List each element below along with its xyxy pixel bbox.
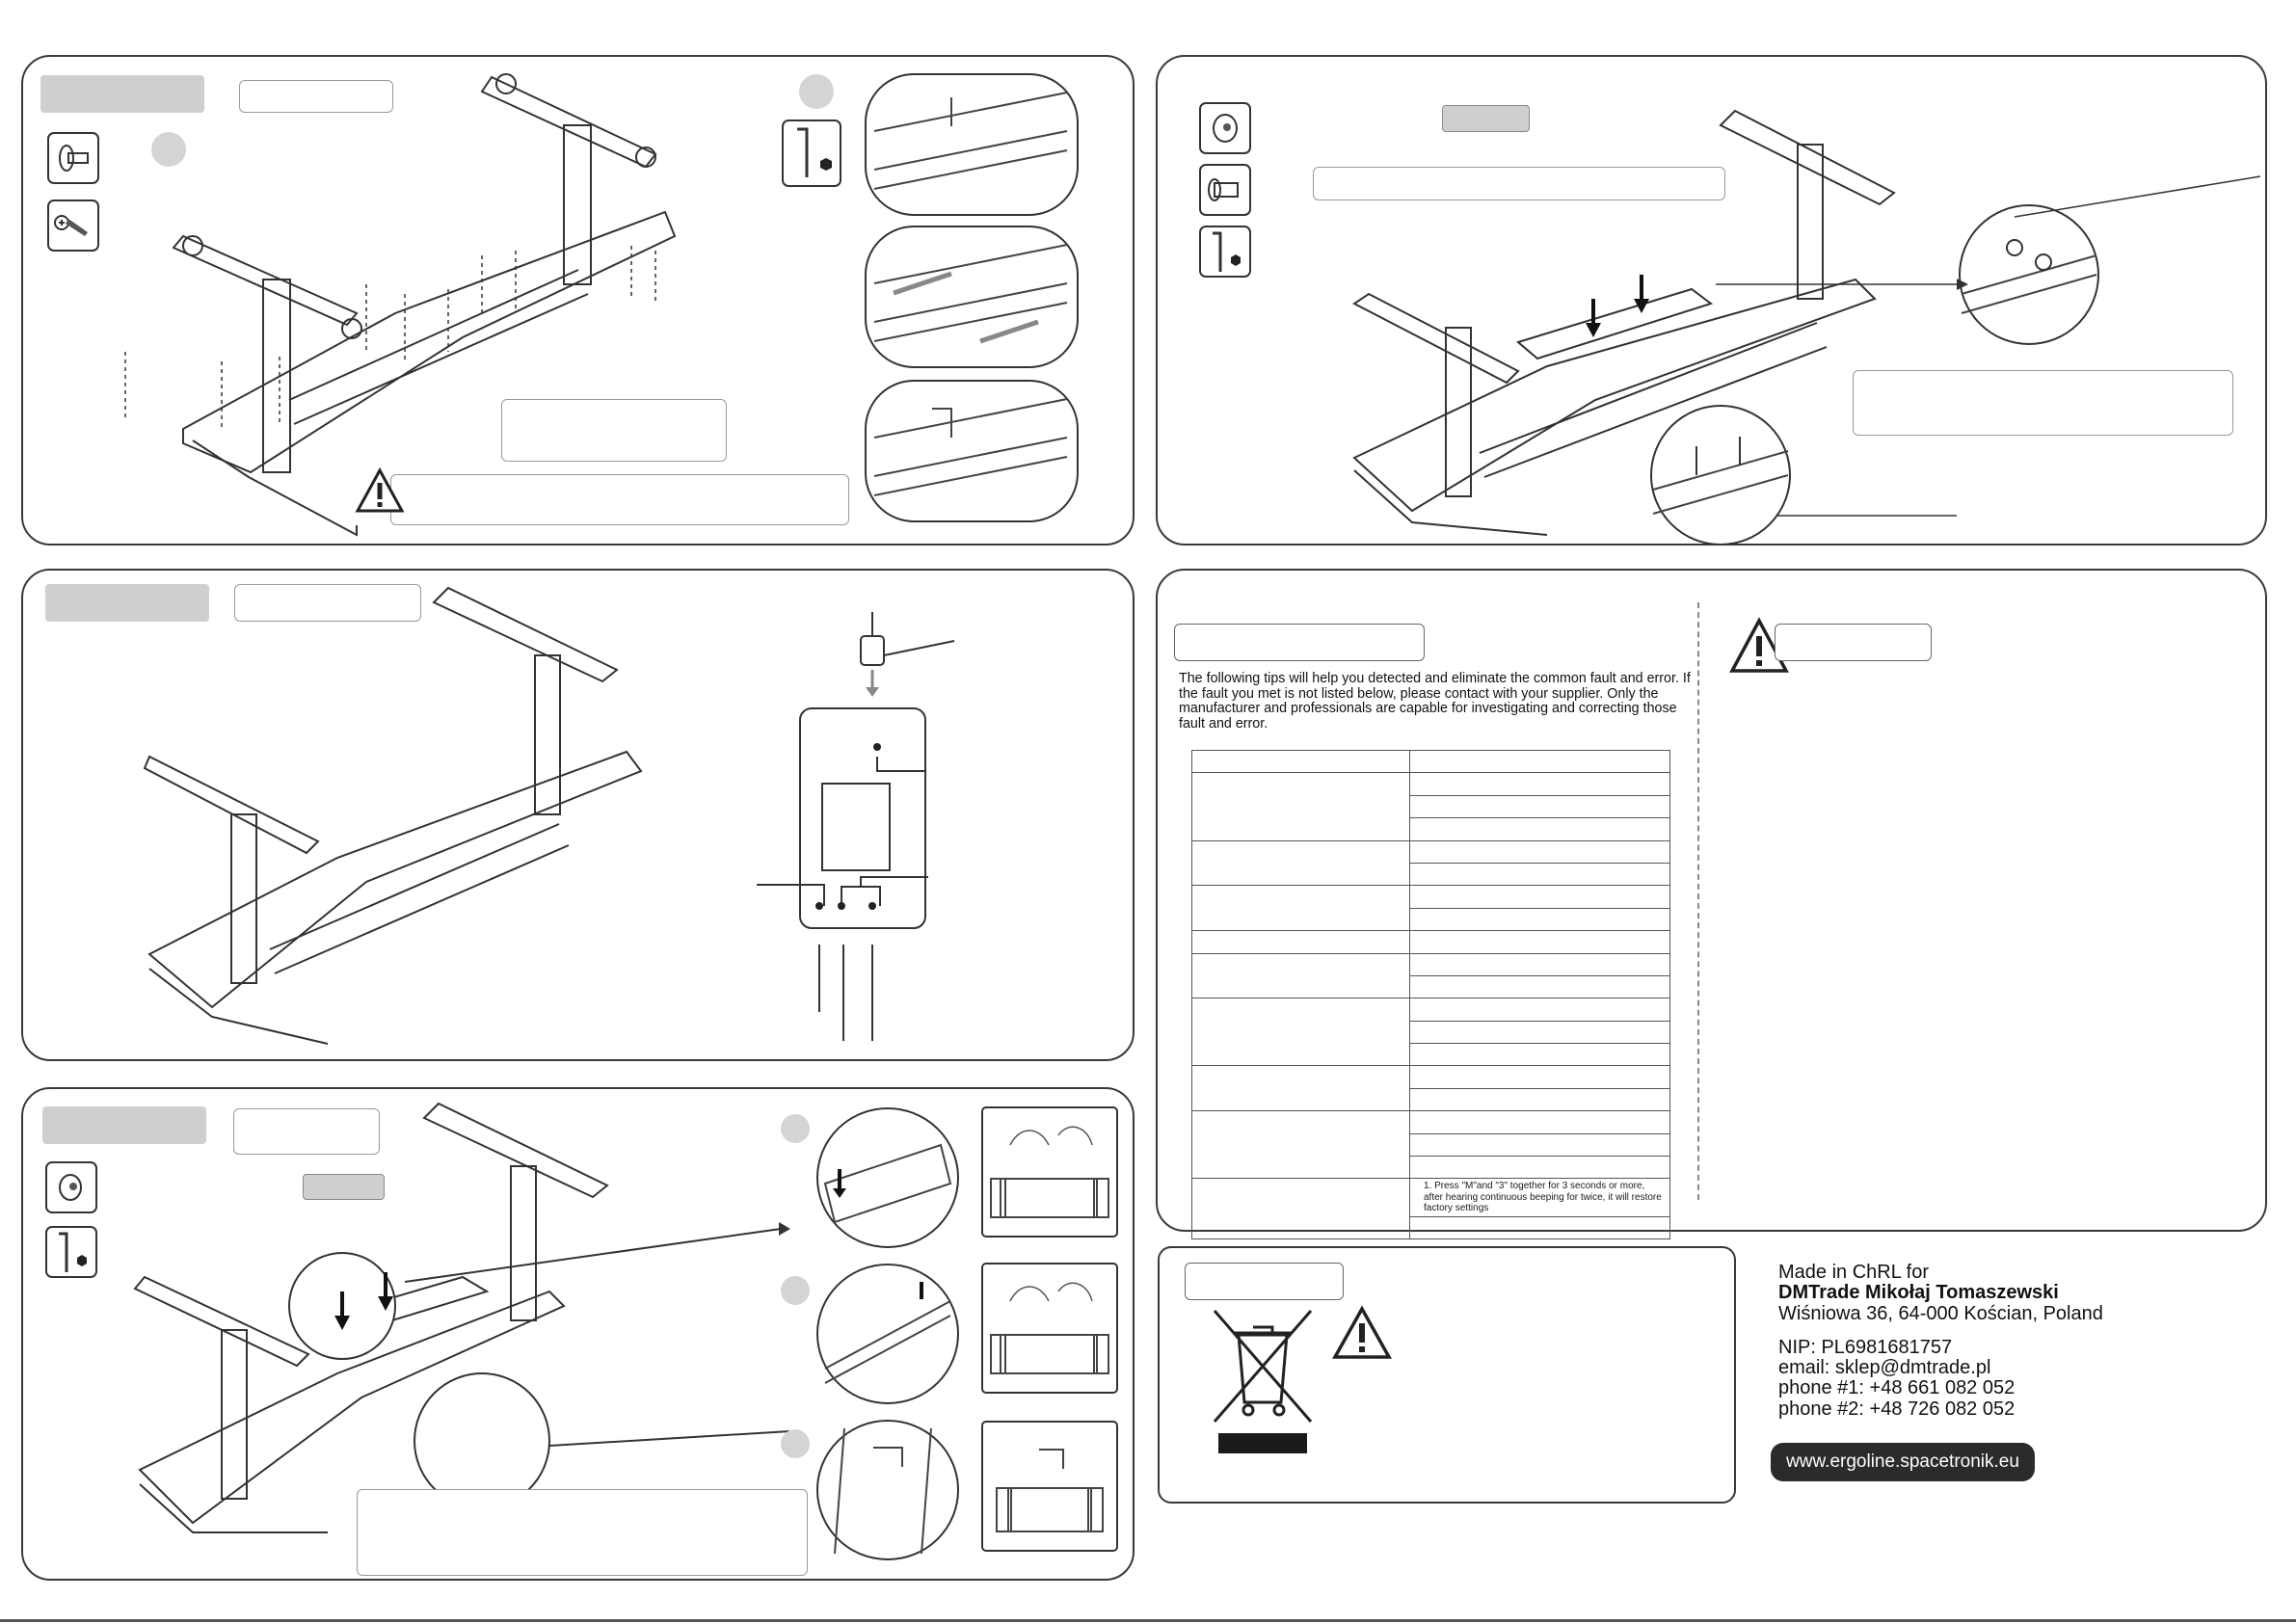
hex-key-tool [45,1226,97,1278]
bolt-icon-tool [1199,164,1251,216]
troubleshooting-table: 1. Press "M"and "3" together for 3 secon… [1191,749,1670,1240]
warning-icon [1332,1305,1392,1359]
screwdriver-icon [54,215,88,236]
detail-bubble-3 [865,380,1079,522]
step-title-placeholder [40,75,204,113]
bolt-icon [59,1174,82,1201]
bolt-icon-tool [1199,102,1251,154]
bolt-icon [1213,114,1238,143]
warning-icon [1729,617,1789,673]
company-nip: NIP: PL6981681757 [1778,1336,1953,1358]
step-title-placeholder [42,1106,206,1144]
callout-box [357,1489,808,1576]
warning-icon [355,466,405,513]
detail-circle-zoom [1650,405,1791,546]
bolt-icon [1208,178,1239,201]
step-subtitle-placeholder [234,584,421,622]
company-email[interactable]: email: sklep@dmtrade.pl [1778,1357,1991,1379]
leader-lines [1716,175,2261,517]
hex-key-icon [59,1232,87,1272]
desk-frame-crossbar-illustration [1352,109,1896,536]
step-subtitle-placeholder [239,80,393,113]
hex-key-icon [797,127,832,177]
company-address: Wiśniowa 36, 64-000 Kościan, Poland [1778,1302,2103,1324]
step-number-badge [799,74,834,109]
manufacturer-contact: Made in ChRL for DMTrade Mikołaj Tomasze… [1778,1262,2103,1420]
step-number-badge [151,132,186,167]
page-bottom-rule [0,1619,2296,1622]
company-phone-1[interactable]: phone #1: +48 661 082 052 [1778,1377,2016,1399]
desk-frame-illustration [143,586,643,1045]
step-subtitle-placeholder [233,1108,380,1155]
quantity-placeholder [303,1174,385,1200]
disposal-title-box [1185,1263,1344,1300]
bolt-icon [59,145,89,172]
screwdriver-tool [47,200,99,252]
step-number-badge [781,1429,810,1458]
detail-cover-2 [981,1263,1118,1394]
step-title-placeholder [45,584,209,622]
made-in-text: Made in ChRL for [1778,1262,1929,1283]
hex-key-tool [782,120,841,187]
detail-bubble-1 [865,73,1079,216]
warning-text-box [390,474,849,525]
callout-box [501,399,727,462]
control-box-diagram [757,612,955,1041]
troubleshooting-intro-text: The following tips will help you detecte… [1179,671,1691,732]
detail-circle-zoom [816,1420,959,1560]
bolt-icon-tool [47,132,99,184]
detail-cover-1 [981,1106,1118,1238]
reset-tip-cell: 1. Press "M"and "3" together for 3 secon… [1409,1178,1670,1217]
step-description-box [1313,167,1725,200]
company-name: DMTrade Mikołaj Tomaszewski [1778,1282,2059,1304]
bolt-icon-tool [45,1161,97,1213]
detail-bubble-2 [865,226,1079,368]
desk-frame-illustration [124,73,677,537]
hex-key-icon [1213,231,1241,272]
warning-title-box [1775,624,1932,661]
detail-circle-zoom [1959,204,2099,345]
column-divider [1697,602,1699,1200]
desk-cover-illustration [133,1102,791,1533]
company-phone-2[interactable]: phone #2: +48 726 082 052 [1778,1398,2016,1420]
detail-cover-3 [981,1421,1118,1552]
detail-circle-zoom [816,1264,959,1404]
detail-circle-zoom [816,1107,959,1248]
hex-key-tool [1199,226,1251,278]
weee-bar [1218,1433,1307,1453]
step-number-badge [781,1276,810,1305]
website-link[interactable]: www.ergoline.spacetronik.eu [1771,1443,2035,1481]
step-number-badge [781,1114,810,1143]
quantity-placeholder [1442,105,1530,132]
callout-box [1853,370,2233,436]
weee-bin-icon [1213,1310,1313,1423]
troubleshooting-title-box [1174,624,1425,661]
